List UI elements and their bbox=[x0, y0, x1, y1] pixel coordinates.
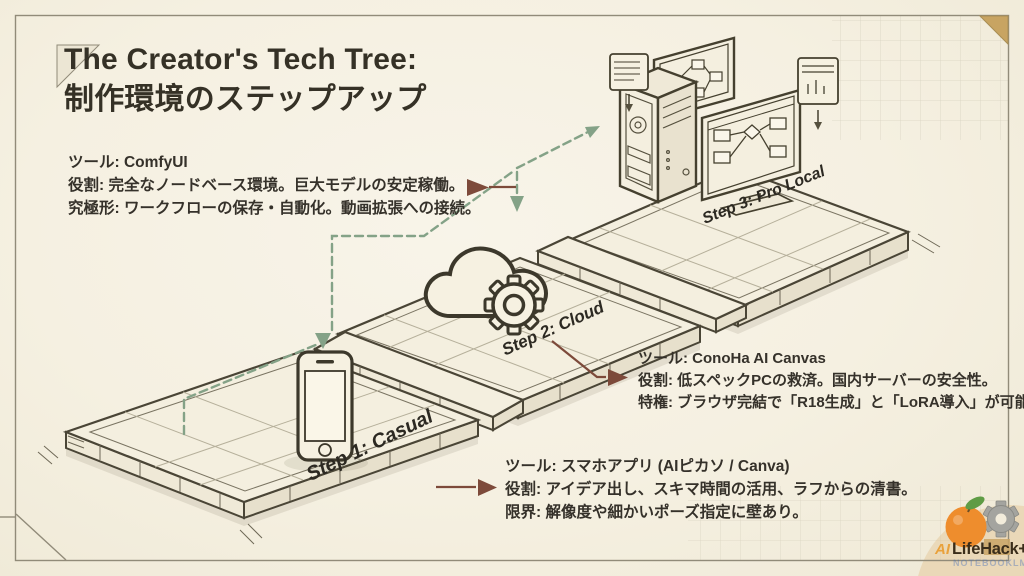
annotation-smartphone-role: 役割: アイデア出し、スキマ時間の活用、ラフからの清書。 bbox=[505, 480, 917, 498]
arrow-down-step2 bbox=[315, 333, 331, 349]
pc-workstation-icon bbox=[609, 36, 839, 216]
annotation-conoha-extra: 特権: ブラウザ完結で「R18生成」と「LoRA導入」が可能。 bbox=[638, 394, 1024, 412]
dimension-marks bbox=[37, 233, 941, 545]
brand-logo-art bbox=[945, 496, 1020, 555]
corner-mark-bottom-left bbox=[15, 513, 67, 561]
page-title-line2: 制作環境のステップアップ bbox=[64, 82, 427, 116]
smartphone-icon bbox=[284, 350, 368, 472]
step-1-platform bbox=[62, 350, 482, 526]
brand-watermark: NOTEBOOKLM bbox=[953, 558, 1024, 568]
brand-name: LifeHack+ bbox=[952, 540, 1024, 558]
corner-fold-top-right bbox=[978, 15, 1009, 46]
cloud-gear-icon bbox=[423, 246, 548, 336]
annotation-comfyui-role: 役割: 完全なノードベース環境。巨大モデルの安定稼働。 bbox=[68, 176, 465, 194]
page-title-line1: The Creator's Tech Tree: bbox=[64, 43, 418, 76]
drafting-frame bbox=[0, 14, 1010, 562]
annotation-smartphone-extra: 限界: 解像度や細かいポーズ指定に壁あり。 bbox=[505, 503, 808, 521]
corner-fold-top-left bbox=[56, 44, 101, 89]
gear-icon bbox=[483, 274, 545, 336]
annotation-conoha-role: 役割: 低スペックPCの救済。国内サーバーの安全性。 bbox=[638, 372, 997, 390]
annotation-smartphone-tool: ツール: スマホアプリ (AIピカソ / Canva) bbox=[505, 458, 790, 475]
logo-orange-icon bbox=[945, 496, 987, 548]
connector-arrow-conoha bbox=[551, 340, 628, 386]
annotation-comfyui: ツール: ComfyUI 役割: 完全なノードベース環境。巨大モデルの安定稼働。… bbox=[68, 152, 480, 220]
annotation-conoha-tool: ツール: ConoHa AI Canvas bbox=[638, 350, 826, 367]
annotation-conoha: ツール: ConoHa AI Canvas 役割: 低スペックPCの救済。国内サ… bbox=[638, 348, 1024, 414]
logo-gear-icon bbox=[982, 500, 1020, 538]
intermediate-step-upper bbox=[535, 235, 749, 334]
brand-prefix: AI bbox=[935, 541, 950, 558]
progression-path bbox=[182, 126, 600, 436]
connector-arrow-smartphone bbox=[436, 479, 497, 496]
annotation-comfyui-tool: ツール: ComfyUI bbox=[68, 154, 188, 171]
annotation-connectors bbox=[436, 179, 628, 496]
arrow-down-step3 bbox=[510, 196, 524, 212]
page-title: The Creator's Tech Tree: 制作環境のステップアップ bbox=[64, 40, 426, 119]
arrow-to-pc bbox=[585, 126, 600, 138]
grid-patch-top-right bbox=[832, 16, 1008, 140]
annotation-smartphone: ツール: スマホアプリ (AIピカソ / Canva) 役割: アイデア出し、ス… bbox=[505, 456, 917, 524]
annotation-comfyui-extra: 究極形: ワークフローの保存・自動化。動画拡張への接続。 bbox=[68, 199, 481, 217]
connector-arrow-comfyui bbox=[467, 179, 516, 196]
